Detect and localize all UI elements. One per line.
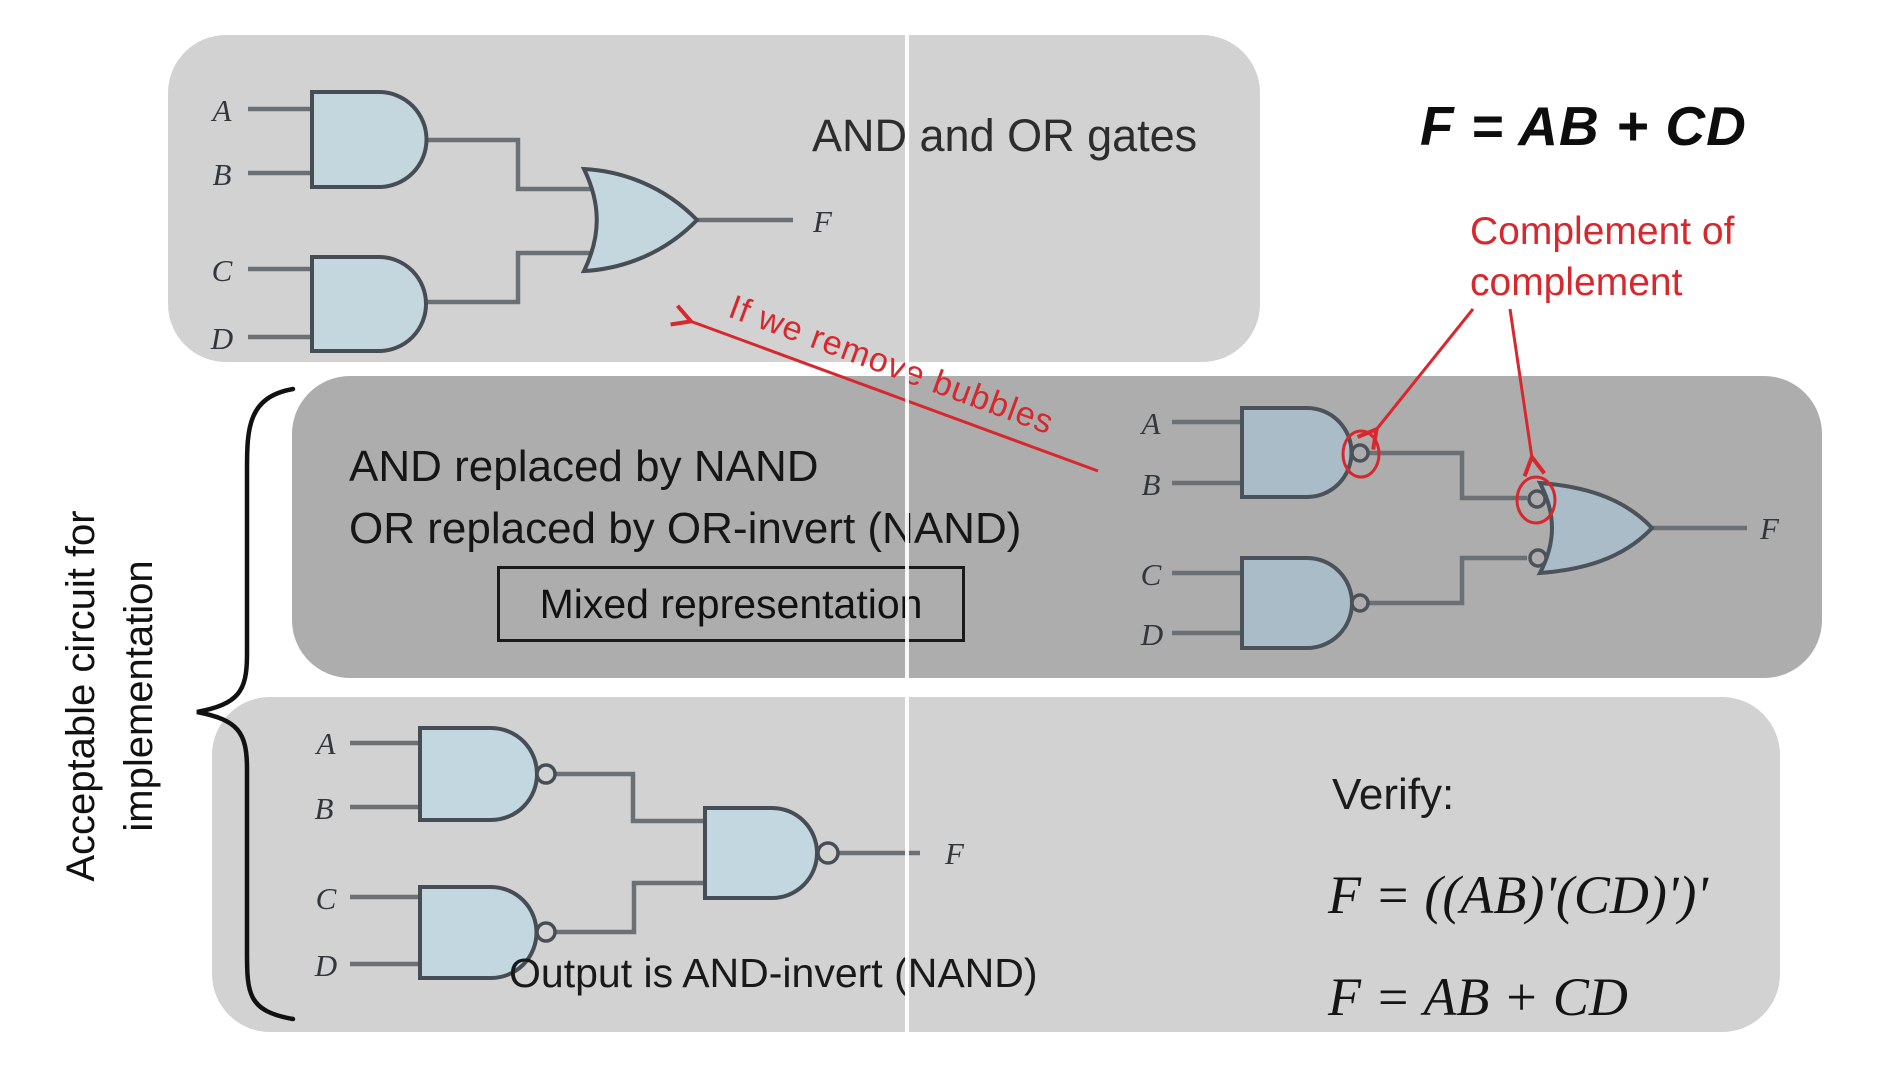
verify-equation-2: F = AB + CD xyxy=(1328,967,1628,1027)
complement-annotation-line1: Complement of xyxy=(1470,210,1735,253)
side-label-line1: Acceptable circuit for xyxy=(59,510,103,882)
verify-equation-1: F = ((AB)'(CD)')' xyxy=(1328,865,1708,925)
mixed-representation-box: Mixed representation xyxy=(497,566,965,642)
side-label-line2: implementation xyxy=(117,560,161,832)
side-label: Acceptable circuit for implementation xyxy=(52,416,168,976)
bottom-panel-caption: Output is AND-invert (NAND) xyxy=(509,950,1038,996)
complement-annotation-line2: complement xyxy=(1470,261,1683,304)
mixed-representation-label: Mixed representation xyxy=(539,580,923,627)
boolean-formula: F = AB + CD xyxy=(1420,95,1747,157)
vertical-divider-line xyxy=(905,26,909,1038)
middle-panel-caption-line1: AND replaced by NAND xyxy=(349,442,819,491)
verify-title: Verify: xyxy=(1332,770,1455,819)
top-panel-caption: AND and OR gates xyxy=(812,110,1198,161)
panel-and-or-gates xyxy=(168,35,1260,362)
complement-annotation: Complement of complement xyxy=(1470,206,1734,308)
middle-panel-caption: AND replaced by NAND OR replaced by OR-i… xyxy=(349,436,1021,560)
middle-panel-caption-line2: OR replaced by OR-invert (NAND) xyxy=(349,504,1022,553)
